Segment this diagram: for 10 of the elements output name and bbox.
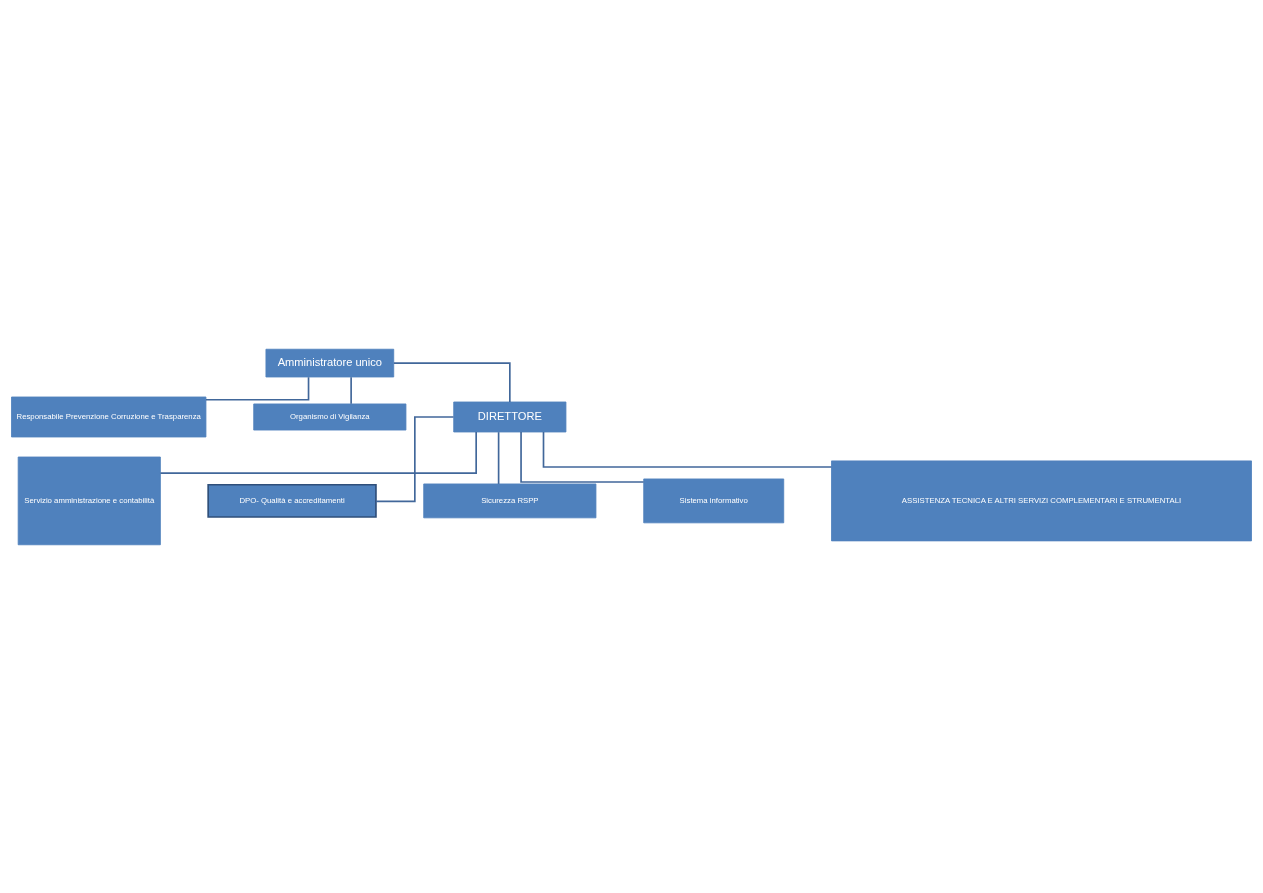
connector bbox=[350, 375, 352, 405]
connector bbox=[159, 430, 477, 474]
connector bbox=[542, 430, 833, 468]
connector bbox=[497, 430, 500, 485]
connector bbox=[375, 415, 455, 502]
connector bbox=[520, 430, 645, 483]
connector bbox=[392, 361, 511, 403]
node-box: DIRETTORE bbox=[453, 401, 567, 432]
connector bbox=[205, 375, 310, 401]
node-box: Amministratore unico bbox=[265, 348, 395, 377]
